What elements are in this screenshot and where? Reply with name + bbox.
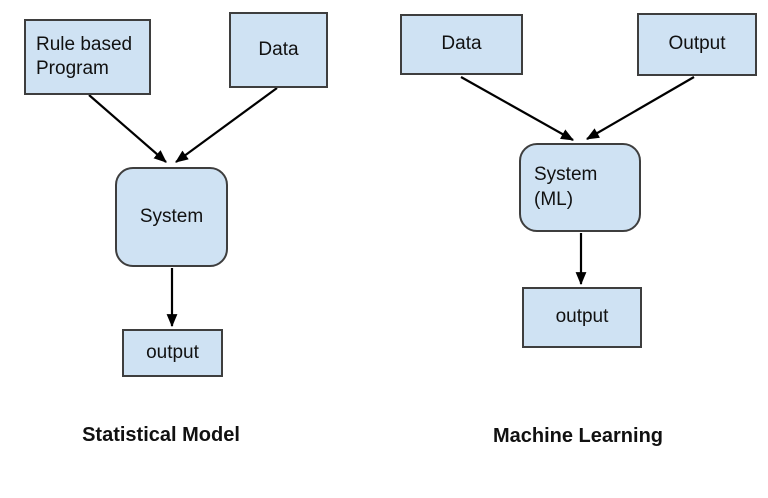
node-system-ml: System (ML) xyxy=(519,143,641,232)
node-output-left: output xyxy=(122,329,223,377)
node-output-bottom-right: output xyxy=(522,287,642,348)
caption-machine-learning: Machine Learning xyxy=(492,425,664,447)
caption-statistical-model: Statistical Model xyxy=(82,424,240,446)
node-data-left: Data xyxy=(229,12,328,88)
node-rule-based-program: Rule based Program xyxy=(24,19,151,95)
node-system-left: System xyxy=(115,167,228,267)
arrow-data-to-system-right xyxy=(460,76,574,141)
node-output-top-right: Output xyxy=(637,13,757,76)
arrow-output-to-system-right xyxy=(586,76,695,140)
arrow-rule-to-system xyxy=(88,94,167,163)
arrow-data-to-system-left xyxy=(175,87,278,163)
node-data-right: Data xyxy=(400,14,523,75)
